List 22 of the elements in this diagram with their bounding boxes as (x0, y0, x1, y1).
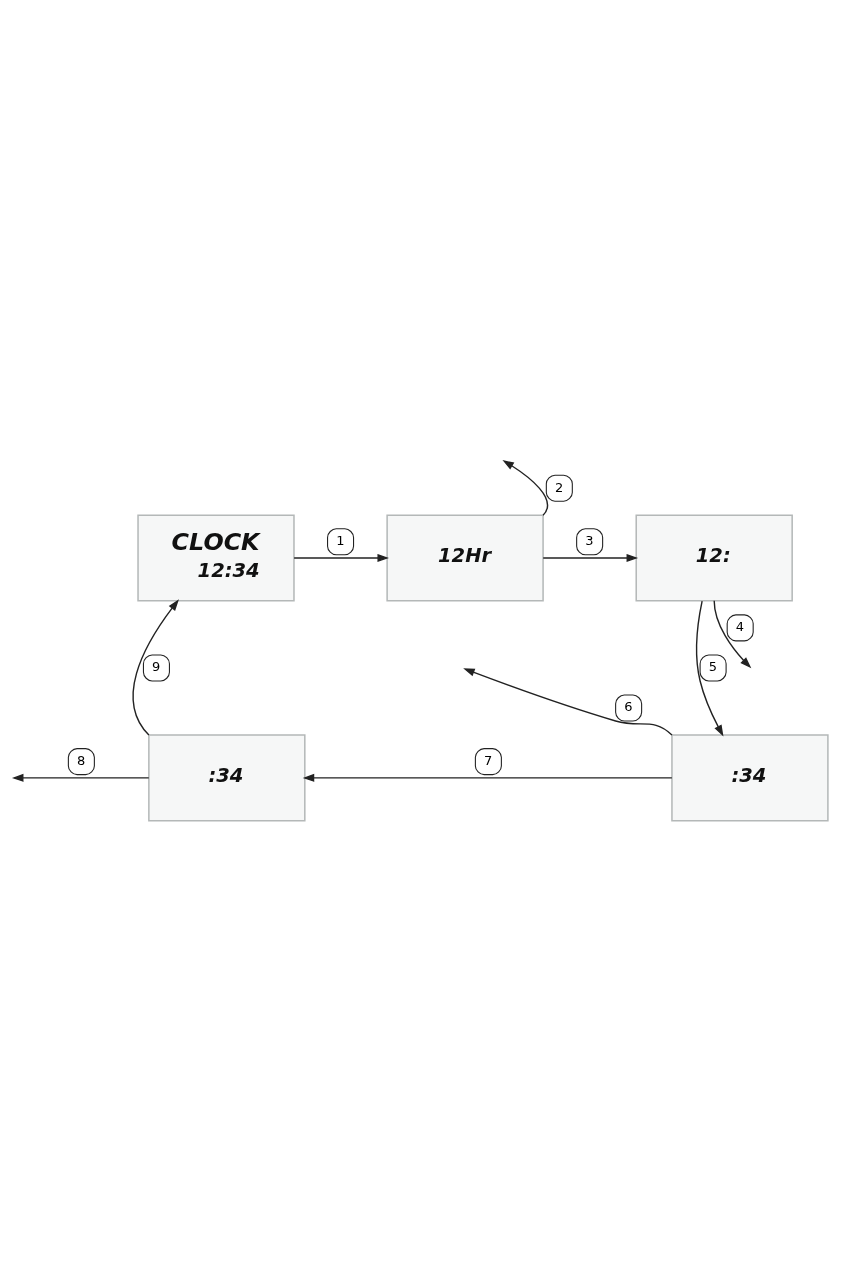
edge-label: 2 (554, 479, 564, 495)
edge-label: 9 (152, 659, 161, 675)
edge-label: 6 (624, 699, 633, 715)
arrow (502, 460, 549, 516)
edge-label: 7 (484, 753, 493, 768)
arrow (293, 554, 389, 563)
arrow (542, 554, 639, 563)
node-box: :34 (671, 734, 829, 822)
node-box: 12: (635, 514, 793, 602)
node-box: CLOCK 12:34 (137, 514, 295, 602)
arrow (695, 600, 724, 737)
edge-label: 1 (336, 533, 345, 549)
arrow (11, 773, 150, 782)
arrow (463, 668, 673, 736)
arrow (302, 773, 673, 782)
edge-label: 5 (708, 659, 718, 675)
edge-label: 3 (585, 533, 594, 549)
edge-label: 4 (735, 619, 745, 635)
node-box: :34 (148, 734, 306, 822)
edge-label: 8 (77, 753, 86, 768)
node-box: 12Hr (386, 514, 544, 602)
arrow (132, 599, 179, 736)
